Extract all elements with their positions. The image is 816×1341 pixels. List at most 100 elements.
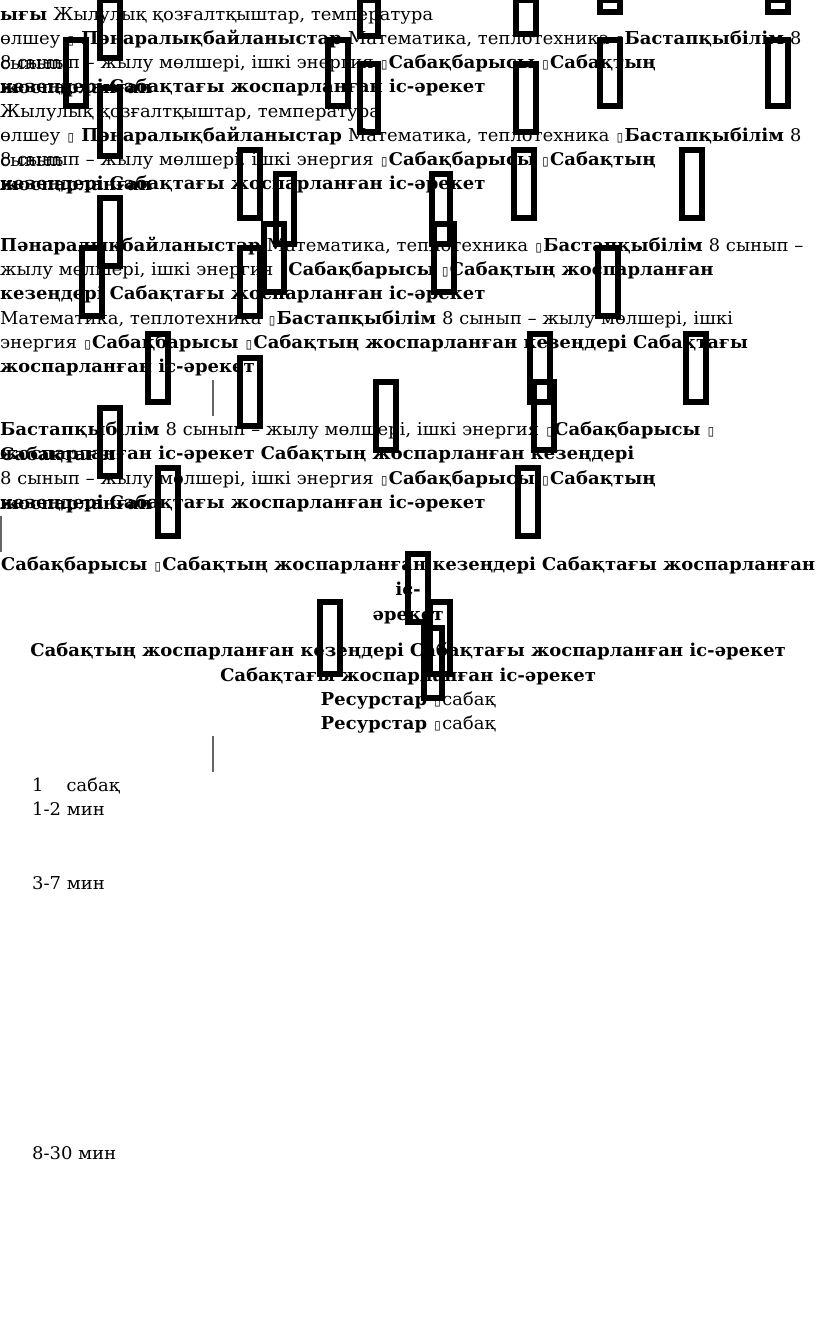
text-fragment: Сабақбарысы — [388, 52, 535, 73]
text-fragment: Ресурстар — [320, 713, 428, 734]
text-fragment: жылу мөлшері, ішкі — [265, 419, 457, 440]
text-block-13: энергия▯Сабақбарысы▯Сабақтың жоспарланға… — [0, 331, 808, 356]
text-fragment: Ресурстар — [320, 689, 428, 710]
missing-glyph-icon: ▯ — [434, 694, 441, 708]
text-block-7: 8 сынып – жылу мөлшері, ішкі энергия▯Саб… — [0, 148, 808, 198]
text-fragment: Бастапқыбілім — [543, 235, 703, 256]
time-label-8-30: 8-30 мин — [32, 1143, 117, 1164]
text-fragment: Сабақбарысы — [554, 419, 701, 440]
missing-glyph-icon: ▯ — [67, 33, 75, 47]
text-fragment: Сабақтың жоспарланған — [0, 468, 656, 515]
missing-glyph-icon: ▯ — [84, 337, 91, 351]
text-fragment: Сабақбарысы — [388, 149, 535, 170]
text-fragment: жоспарланған іс-әрекет — [0, 443, 255, 464]
text-fragment: Сабақтың жоспарланған кезеңдері — [260, 443, 635, 464]
missing-glyph-icon: ▯ — [245, 337, 253, 351]
text-fragment: өлшеу — [0, 28, 61, 49]
text-fragment: 8 сынып — [441, 308, 522, 329]
text-fragment: энергия — [0, 332, 78, 353]
text-fragment: энергия — [196, 259, 274, 280]
text-fragment: Сабақтағы жоспарланған іс-әрекет — [109, 283, 486, 304]
time-label-1-2: 1-2 мин — [32, 799, 105, 820]
text-fragment: Математика, теплотехника — [347, 125, 610, 146]
text-fragment: 8 сынып — [0, 28, 802, 75]
text-fragment: жоспарланған іс-әрекет — [0, 356, 255, 377]
text-fragment: Бастапқыбілім — [624, 125, 784, 146]
missing-glyph-icon: ▯ — [380, 473, 388, 487]
text-block-10: жылу мөлшері, ішкі энергия▯Сабақбарысы▯С… — [0, 258, 808, 283]
text-fragment: – — [527, 308, 537, 329]
text-fragment: жылу мөлшері, ішкі — [0, 259, 191, 280]
text-fragment: кезеңдері — [0, 76, 104, 97]
text-fragment: Сабақтың жоспарланған кезеңдері — [253, 332, 628, 353]
missing-glyph-icon: ▯ — [542, 154, 549, 168]
text-fragment: Сабақбарысы — [0, 554, 148, 575]
text-fragment: Пәнаралықбайланыстар — [81, 28, 342, 49]
text-fragment: сабақ — [442, 689, 496, 710]
text-fragment: Сабақтағы жоспарланған іс-әрекет — [109, 76, 486, 97]
text-fragment: энергия — [462, 419, 540, 440]
text-fragment: кезеңдері — [0, 492, 104, 513]
lesson-number: 1 сабақ — [32, 775, 120, 796]
text-fragment: 8 сынып — [708, 235, 789, 256]
text-fragment: Сабақтағы жоспарланған іс-әрекет — [109, 492, 486, 513]
missing-glyph-icon: ▯ — [616, 130, 624, 144]
text-fragment: – — [794, 235, 804, 256]
text-fragment: Математика, теплотехника — [347, 28, 610, 49]
text-fragment: 8 сынып – жылу мөлшері, ішкі энергия — [0, 468, 374, 489]
text-fragment: – — [251, 419, 261, 440]
text-block-21: Сабақтағы жоспарланған іс-әрекет — [0, 664, 816, 688]
text-fragment: Сабақтағы — [633, 332, 748, 353]
missing-glyph-icon: ▯ — [280, 264, 288, 278]
text-fragment: Сабақтың жоспарланған — [0, 149, 656, 196]
missing-glyph-icon: ▯ — [67, 130, 75, 144]
text-fragment: Бастапқыбілім — [624, 28, 784, 49]
missing-glyph-icon: ▯ — [542, 57, 549, 71]
missing-glyph-icon: ▯ — [154, 559, 162, 573]
text-fragment: ығы — [0, 4, 48, 25]
missing-glyph-icon: ▯ — [441, 264, 449, 278]
text-fragment: Пәнаралықбайланыстар — [0, 235, 261, 256]
text-fragment: Пәнаралықбайланыстар — [81, 125, 342, 146]
text-fragment: өлшеу — [0, 125, 61, 146]
text-fragment: Сабақтағы жоспарланған іс-әрекет — [220, 665, 596, 686]
missing-glyph-icon: ▯ — [268, 313, 276, 327]
text-fragment: Сабақбарысы — [92, 332, 239, 353]
text-block-23: Ресурстар▯сабақ — [0, 712, 816, 737]
text-fragment: 8 сынып — [165, 419, 246, 440]
missing-glyph-icon: ▯ — [707, 424, 715, 438]
text-fragment: кезеңдері — [0, 283, 104, 304]
text-block-14: жоспарланған іс-әрекет — [0, 355, 808, 379]
text-fragment: Сабақтағы — [0, 444, 115, 466]
text-fragment: Бастапқыбілім — [276, 308, 436, 329]
missing-glyph-icon: ▯ — [380, 57, 388, 71]
missing-glyph-icon: ▯ — [434, 718, 441, 732]
text-block-17: 8 сынып – жылу мөлшері, ішкі энергия▯Саб… — [0, 467, 808, 517]
text-fragment: Сабақтың жоспарланған — [449, 259, 714, 280]
text-fragment: әрекет — [372, 603, 444, 625]
text-fragment: Сабақтағы жоспарланған іс-әрекет — [109, 173, 486, 194]
missing-glyph-icon: ▯ — [546, 424, 553, 438]
text-fragment: жылу мөлшері, ішкі — [542, 308, 733, 329]
text-fragment: 8 сынып – жылу мөлшері, ішкі энергия — [0, 52, 374, 73]
text-fragment: Сабақтың жоспарланған кезеңдері — [162, 554, 536, 575]
text-fragment: Бастапқыбілім — [0, 419, 160, 440]
text-fragment: Математика, теплотехника — [266, 235, 529, 256]
text-fragment: кезеңдері — [0, 173, 104, 194]
text-fragment: 8 сынып — [0, 125, 802, 172]
text-fragment: Сабақбарысы — [288, 259, 435, 280]
text-fragment: Сабақбарысы — [388, 468, 535, 489]
text-fragment: 8 сынып – жылу мөлшері, ішкі энергия — [0, 149, 374, 170]
missing-glyph-icon: ▯ — [380, 154, 388, 168]
